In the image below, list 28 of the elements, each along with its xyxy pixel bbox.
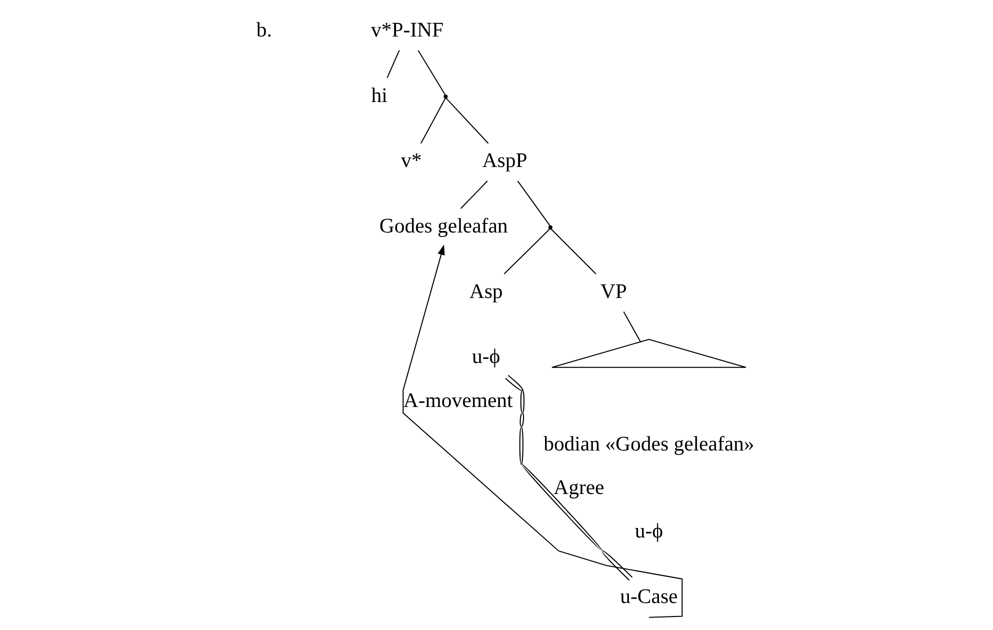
node-text: VP bbox=[600, 280, 626, 303]
node-text: u-ϕ bbox=[472, 346, 500, 368]
node-text: hi bbox=[370, 84, 387, 107]
connector bbox=[445, 98, 488, 144]
node-text: v*P-INF bbox=[370, 20, 444, 42]
node-text: Godes geleafan bbox=[378, 216, 508, 238]
node-text: Asp bbox=[468, 280, 502, 303]
node-text: AspP bbox=[482, 150, 527, 172]
node-label: bodian «Godes geleafan» bbox=[543, 433, 754, 456]
connector bbox=[386, 50, 400, 78]
node-text: u-Case bbox=[620, 586, 678, 608]
arrow bbox=[402, 244, 682, 618]
node-point bbox=[548, 225, 552, 230]
node-point bbox=[443, 94, 448, 99]
label: b. bbox=[256, 20, 272, 42]
connector bbox=[460, 180, 488, 209]
connector bbox=[550, 228, 596, 274]
connector bbox=[622, 311, 640, 342]
connector bbox=[417, 50, 446, 96]
node-text: u-ϕ bbox=[634, 520, 663, 542]
edge-label: Agree bbox=[553, 476, 604, 499]
node-text: v* bbox=[400, 150, 422, 172]
connector bbox=[503, 228, 550, 274]
connector bbox=[516, 180, 550, 226]
connector bbox=[504, 374, 632, 581]
node-triangle bbox=[550, 338, 746, 368]
connector bbox=[420, 98, 446, 144]
edge-label: A-movement bbox=[402, 390, 512, 412]
